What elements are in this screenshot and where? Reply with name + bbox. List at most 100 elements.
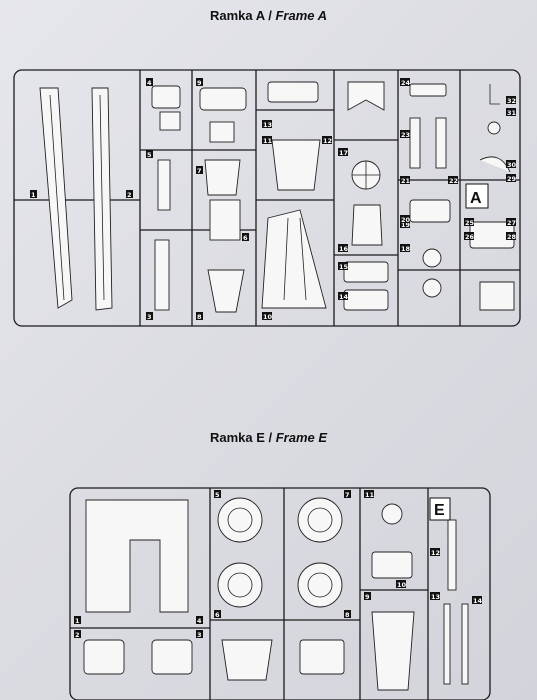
frame-a-outline <box>13 69 521 327</box>
frame-e-part-number-4: 4 <box>196 616 203 625</box>
frame-a-beam-parts <box>39 87 113 311</box>
svg-text:29: 29 <box>507 175 517 183</box>
svg-text:3: 3 <box>197 631 202 639</box>
svg-text:18: 18 <box>401 245 411 253</box>
frame-e-letter: E <box>434 502 445 519</box>
svg-text:14: 14 <box>339 293 349 301</box>
frame-a-part-number-2: 2 <box>126 190 133 199</box>
frame-a-small-parts-col3 <box>261 81 327 309</box>
frame-a-part-number-21: 21 <box>400 176 411 185</box>
svg-text:5: 5 <box>147 151 152 159</box>
frame-a-part-number-8: 8 <box>196 312 203 321</box>
frame-e-title-separator: / <box>264 430 276 445</box>
svg-text:7: 7 <box>345 491 350 499</box>
frame-a-part-number-30: 30 <box>506 160 517 169</box>
frame-e-part-number-2: 2 <box>74 630 81 639</box>
svg-text:30: 30 <box>507 161 517 169</box>
frame-e-title-en: Frame E <box>275 430 328 445</box>
frame-a-part-number-25: 25 <box>464 218 475 227</box>
frame-e-part-number-8: 8 <box>344 610 351 619</box>
frame-a-title-en: Frame A <box>275 8 328 23</box>
svg-text:14: 14 <box>473 597 483 605</box>
svg-text:9: 9 <box>365 593 370 601</box>
svg-text:7: 7 <box>197 167 202 175</box>
frame-e-title: Ramka E / Frame E <box>0 430 537 445</box>
svg-text:31: 31 <box>507 109 517 117</box>
svg-text:11: 11 <box>263 137 273 145</box>
svg-text:9: 9 <box>197 79 202 87</box>
frame-e-outline <box>69 487 491 700</box>
svg-text:2: 2 <box>75 631 80 639</box>
frame-e-part-number-6: 6 <box>214 610 221 619</box>
frame-a-part-number-7: 7 <box>196 166 203 175</box>
frame-a-part-number-18: 18 <box>400 244 411 253</box>
svg-text:32: 32 <box>507 97 516 105</box>
frame-e-letter-box <box>429 497 451 521</box>
frame-a-title: Ramka A / Frame A <box>0 8 537 23</box>
svg-text:25: 25 <box>465 219 475 227</box>
frame-e-part-number-5: 5 <box>214 490 221 499</box>
frame-e-part-number-7: 7 <box>344 490 351 499</box>
svg-text:26: 26 <box>465 233 475 241</box>
frame-a-part-number-24: 24 <box>400 78 411 87</box>
svg-text:11: 11 <box>365 491 375 499</box>
svg-text:13: 13 <box>431 593 440 601</box>
svg-text:23: 23 <box>401 131 410 139</box>
svg-text:24: 24 <box>401 79 411 87</box>
frame-a-part-number-31: 31 <box>506 108 517 117</box>
svg-text:16: 16 <box>339 245 349 253</box>
svg-text:6: 6 <box>215 611 220 619</box>
frame-a-part-number-17: 17 <box>338 148 348 157</box>
svg-text:8: 8 <box>345 611 350 619</box>
svg-text:1: 1 <box>31 191 36 199</box>
frame-e-plate-part <box>85 499 189 613</box>
frame-a-part-number-13: 13 <box>262 120 272 129</box>
svg-text:6: 6 <box>243 234 248 242</box>
svg-text:3: 3 <box>147 313 152 321</box>
svg-text:12: 12 <box>323 137 332 145</box>
frame-a-small-parts-col5 <box>409 83 451 298</box>
frame-e-part-number-12: 12 <box>430 548 440 557</box>
frame-a-part-number-22: 22 <box>448 176 458 185</box>
frame-a-part-number-16: 16 <box>338 244 349 253</box>
svg-text:4: 4 <box>147 79 152 87</box>
frame-e-part-number-11: 11 <box>364 490 375 499</box>
frame-e-small-parts <box>83 503 469 691</box>
frame-a-part-number-26: 26 <box>464 232 475 241</box>
frame-e-part-number-1: 1 <box>74 616 81 625</box>
frame-e-part-number-3: 3 <box>196 630 203 639</box>
frame-e-wheels <box>217 497 343 608</box>
svg-text:15: 15 <box>339 263 349 271</box>
frame-a-part-number-32: 32 <box>506 96 516 105</box>
frame-a-part-number-28: 28 <box>506 232 517 241</box>
frame-a-part-number-3: 3 <box>146 312 153 321</box>
frame-a-part-number-14: 14 <box>338 292 349 301</box>
frame-a-part-number-5: 5 <box>146 150 153 159</box>
frame-a-part-number-29: 29 <box>506 174 517 183</box>
frame-a-small-parts-col4 <box>343 81 389 311</box>
svg-text:10: 10 <box>263 313 273 321</box>
frame-a-part-number-15: 15 <box>338 262 349 271</box>
frame-e-part-number-13: 13 <box>430 592 440 601</box>
frame-a-part-number-20: 20 <box>400 215 411 224</box>
frame-a-part-number-4: 4 <box>146 78 153 87</box>
frame-a-part-number-1: 1 <box>30 190 37 199</box>
frame-a-part-number-6: 6 <box>242 233 249 242</box>
frame-a-title-separator: / <box>264 8 276 23</box>
frame-e-part-number-14: 14 <box>472 596 483 605</box>
svg-text:2: 2 <box>127 191 132 199</box>
frame-a-part-number-23: 23 <box>400 130 410 139</box>
frame-a-part-number-12: 12 <box>322 136 332 145</box>
frame-e-title-pl: Ramka E <box>209 430 265 445</box>
svg-text:8: 8 <box>197 313 202 321</box>
svg-text:28: 28 <box>507 233 517 241</box>
frame-a-small-parts-col6 <box>469 84 515 311</box>
svg-text:21: 21 <box>401 177 411 185</box>
svg-text:5: 5 <box>215 491 220 499</box>
frame-a-part-number-19: 19 <box>400 220 411 229</box>
frame-a-letter-box <box>465 183 489 209</box>
frame-e-part-number-10: 10 <box>396 580 407 589</box>
